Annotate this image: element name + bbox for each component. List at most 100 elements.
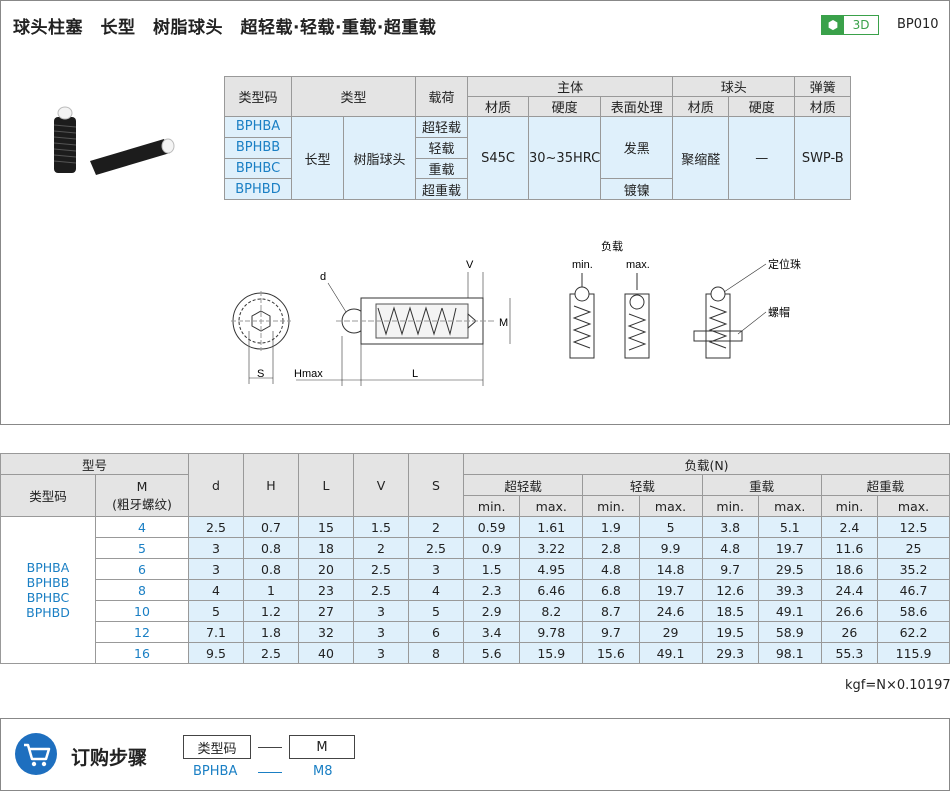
- table-cell: 2.8: [582, 537, 640, 559]
- h-v: V: [353, 453, 409, 517]
- h-min: min.: [582, 495, 640, 517]
- dim-d: d: [320, 271, 326, 283]
- table-cell: 3: [408, 558, 464, 580]
- h-load-group: 轻载: [582, 474, 703, 496]
- table-cell: 0.9: [462, 537, 521, 559]
- table-cell: 32: [298, 621, 354, 643]
- table-cell: 6.8: [582, 579, 640, 601]
- order-box-m: M: [289, 735, 355, 759]
- table-cell: 9.78: [519, 621, 584, 643]
- h-body: 主体: [466, 76, 674, 97]
- table-cell: 29.3: [701, 642, 759, 664]
- table-cell: 7.1: [188, 621, 244, 643]
- table-cell: 9.9: [638, 537, 703, 559]
- order-dash: [258, 747, 282, 748]
- m-size-link[interactable]: 6: [95, 558, 189, 580]
- table-cell: 15.6: [582, 642, 640, 664]
- table-cell: 18.6: [820, 558, 879, 580]
- table-cell: 9.5: [188, 642, 244, 664]
- table-cell: 2.9: [462, 600, 521, 622]
- order-section: 订购步骤 类型码 M BPHBA M8: [0, 718, 950, 791]
- load-label: 负载: [601, 239, 623, 253]
- table-cell: 29: [638, 621, 703, 643]
- table-cell: 19.7: [638, 579, 703, 601]
- table-cell: 5: [408, 600, 464, 622]
- body-material: S45C: [467, 115, 529, 201]
- table-cell: 3: [353, 600, 409, 622]
- h-h: H: [243, 453, 299, 517]
- dim-m: M: [499, 317, 508, 329]
- m-size-link[interactable]: 16: [95, 642, 189, 664]
- product-panel: 球头柱塞 长型 树脂球头 超轻载·轻载·重载·超重载 ⬢ 3D BP010 类型…: [0, 0, 950, 425]
- h-m: M(粗牙螺纹): [95, 474, 189, 517]
- table-cell: 0.8: [243, 537, 299, 559]
- ball-hardness: —: [728, 115, 796, 201]
- table-cell: 5: [188, 600, 244, 622]
- cube-icon: ⬢: [822, 16, 844, 34]
- 3d-model-button[interactable]: ⬢ 3D: [821, 15, 879, 35]
- table-cell: 2.5: [243, 642, 299, 664]
- max-label: max.: [626, 259, 650, 271]
- type-long: 长型: [291, 115, 344, 201]
- table-cell: 6: [408, 621, 464, 643]
- h-type-code: 类型码: [0, 474, 96, 517]
- h-body-hardness: 硬度: [527, 96, 602, 117]
- table-cell: 3.4: [462, 621, 521, 643]
- type-code-link[interactable]: BPHBC: [224, 157, 292, 180]
- m-size-link[interactable]: 8: [95, 579, 189, 601]
- table-cell: 58.9: [757, 621, 822, 643]
- h-ball-hardness: 硬度: [728, 96, 796, 117]
- type-code-link[interactable]: BPHBD: [26, 605, 70, 620]
- table-cell: 11.6: [820, 537, 879, 559]
- dim-v: V: [466, 259, 474, 271]
- table-cell: 3.22: [519, 537, 584, 559]
- h-max: max.: [877, 495, 950, 517]
- cart-icon: [15, 733, 57, 775]
- type-code-link[interactable]: BPHBB: [26, 575, 70, 590]
- table-cell: 40: [298, 642, 354, 664]
- table-cell: 0.8: [243, 558, 299, 580]
- m-size-link[interactable]: 5: [95, 537, 189, 559]
- table-cell: 15: [298, 516, 354, 538]
- h-type-code: 类型码: [224, 76, 292, 117]
- table-cell: 4.95: [519, 558, 584, 580]
- type-code-link[interactable]: BPHBA: [26, 560, 70, 575]
- h-m-sub: (粗牙螺纹): [112, 496, 172, 512]
- table-cell: 3.8: [701, 516, 759, 538]
- h-min: min.: [820, 495, 879, 517]
- table-cell: 2.5: [353, 558, 409, 580]
- h-body-material: 材质: [467, 96, 529, 117]
- table-cell: 29.5: [757, 558, 822, 580]
- table-cell: 0.7: [243, 516, 299, 538]
- table-cell: 55.3: [820, 642, 879, 664]
- h-model: 型号: [0, 453, 189, 475]
- table-cell: 26: [820, 621, 879, 643]
- m-size-link[interactable]: 12: [95, 621, 189, 643]
- m-size-link[interactable]: 4: [95, 516, 189, 538]
- type-code-link[interactable]: BPHBB: [224, 136, 292, 159]
- type-code-link[interactable]: BPHBA: [224, 116, 292, 138]
- m-size-link[interactable]: 10: [95, 600, 189, 622]
- technical-drawing: S d V M Hmax L 负载 min. max.: [231, 239, 801, 386]
- table-cell: 1.61: [519, 516, 584, 538]
- table-cell: 98.1: [757, 642, 822, 664]
- table-cell: 9.7: [701, 558, 759, 580]
- table-cell: 1.5: [353, 516, 409, 538]
- table-cell: 3: [353, 621, 409, 643]
- type-code-link[interactable]: BPHBD: [224, 178, 292, 201]
- body-hardness: 30~35HRC: [527, 115, 602, 201]
- dim-s: S: [257, 368, 264, 380]
- table-cell: 8: [408, 642, 464, 664]
- dim-hmax: Hmax: [294, 368, 323, 380]
- table-cell: 5.6: [462, 642, 521, 664]
- type-code-link[interactable]: BPHBC: [26, 590, 70, 605]
- table-cell: 18: [298, 537, 354, 559]
- type-ball: 树脂球头: [343, 115, 416, 201]
- table-cell: 25: [877, 537, 950, 559]
